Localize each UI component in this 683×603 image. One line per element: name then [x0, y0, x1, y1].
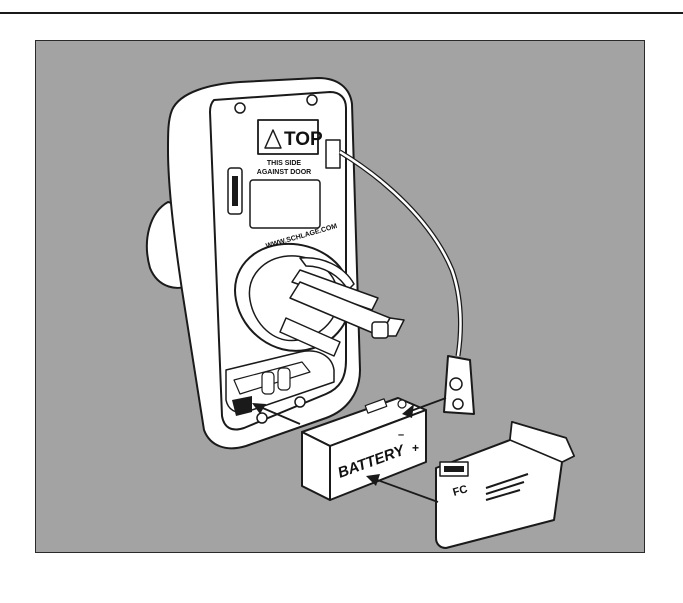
top-label-text: TOP [284, 129, 323, 150]
arrow-cover-to-battery [371, 477, 439, 503]
battery-side [329, 409, 427, 501]
battery-minus: – [398, 429, 404, 441]
screw-bottom-right [294, 396, 306, 408]
top-rule [0, 12, 683, 14]
screw-bottom-left [256, 412, 268, 424]
arrow-battery-to-cavity [257, 405, 301, 425]
battery-plus: + [412, 441, 419, 455]
arrow-snap-to-battery [407, 397, 447, 413]
side-label-line1: THIS SIDE [267, 160, 302, 167]
screw-top-left [234, 102, 246, 114]
side-label-line2: AGAINST DOOR [257, 169, 311, 176]
retaining-clip [299, 257, 355, 291]
warning-triangle [264, 129, 282, 149]
screw-top-right [306, 94, 318, 106]
spindle-lower [279, 317, 341, 357]
label-recess [249, 179, 321, 229]
wire-connector [325, 139, 341, 169]
cover-mark: FC [452, 483, 469, 499]
